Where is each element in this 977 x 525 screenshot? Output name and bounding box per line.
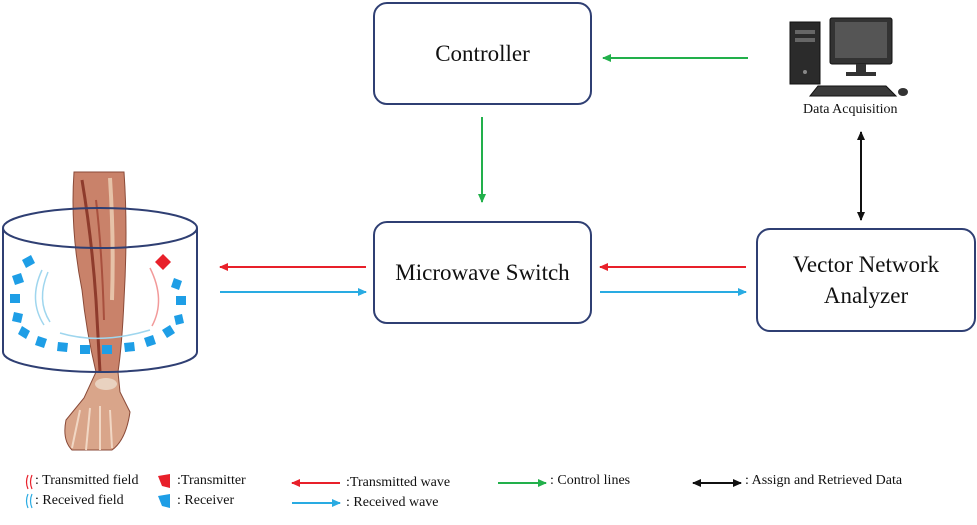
vna-label-line2: Analyzer <box>823 283 909 308</box>
data-acquisition-label: Data Acquisition <box>803 102 898 117</box>
legend-received-field: : Received field <box>35 493 124 508</box>
vector-network-analyzer-box: Vector Network Analyzer <box>756 228 976 332</box>
controller-box: Controller <box>373 2 592 105</box>
legend-transmitter: :Transmitter <box>177 473 246 488</box>
legend-transmitted-field-symbol <box>25 474 33 490</box>
controller-label: Controller <box>435 40 530 66</box>
sensor-cylinder <box>2 207 198 373</box>
microwave-switch-label: Microwave Switch <box>395 259 570 285</box>
vna-label-line1: Vector Network <box>792 251 940 277</box>
legend-receiver: : Receiver <box>177 493 235 508</box>
legend-received-wave: : Received wave <box>346 495 439 510</box>
microwave-switch-box: Microwave Switch <box>373 221 592 324</box>
leg-illustration <box>64 171 131 451</box>
transmitter-element <box>155 254 171 270</box>
field-arcs <box>34 267 160 340</box>
legend-transmitted-wave: :Transmitted wave <box>346 475 451 490</box>
legend-transmitted-field: : Transmitted field <box>35 473 139 488</box>
receiver-array <box>10 255 186 354</box>
legend-receiver-symbol <box>158 494 170 508</box>
legend-assign-data: : Assign and Retrieved Data <box>745 473 903 488</box>
legend-received-field-symbol <box>25 493 33 509</box>
computer-icon <box>789 17 908 97</box>
legend-transmitter-symbol <box>158 474 170 488</box>
legend-control-lines: : Control lines <box>550 473 631 488</box>
